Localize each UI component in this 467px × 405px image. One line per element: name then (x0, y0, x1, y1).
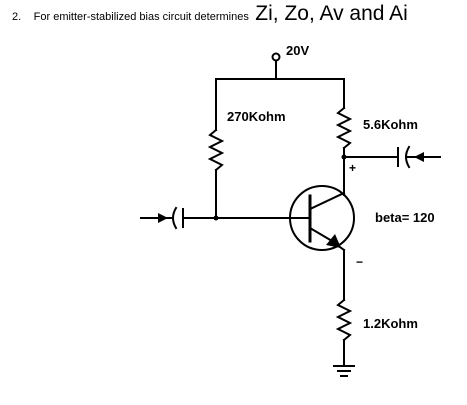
transistor-emitter-lead (308, 226, 334, 243)
output-arrowhead (414, 152, 424, 162)
question-line: 2. For emitter-stabilized bias circuit d… (12, 2, 408, 26)
transistor-body (289, 185, 355, 251)
question-number: 2. (12, 11, 22, 23)
collector-junction-dot (341, 154, 347, 160)
transistor-collector-lead (308, 191, 346, 211)
input-arrowhead (158, 213, 168, 223)
supply-label: 20V (286, 43, 309, 58)
rb-label: 270Kohm (227, 109, 286, 124)
supply-terminal (271, 52, 281, 62)
question-text: For emitter-stabilized bias circuit dete… (33, 11, 249, 23)
rb-resistor (207, 128, 225, 172)
collector-plus-sign: + (349, 161, 356, 175)
emitter-minus-sign: − (356, 255, 363, 269)
emitter-arrow (326, 234, 341, 248)
rc-resistor (335, 106, 353, 150)
beta-label: beta= 120 (375, 210, 435, 225)
re-resistor (335, 298, 353, 342)
base-junction-dot (213, 215, 219, 221)
question-variables: Zi, Zo, Av and Ai (255, 2, 408, 25)
re-label: 1.2Kohm (363, 316, 418, 331)
input-cap-plate-curved (172, 206, 178, 230)
rc-label: 5.6Kohm (363, 117, 418, 132)
